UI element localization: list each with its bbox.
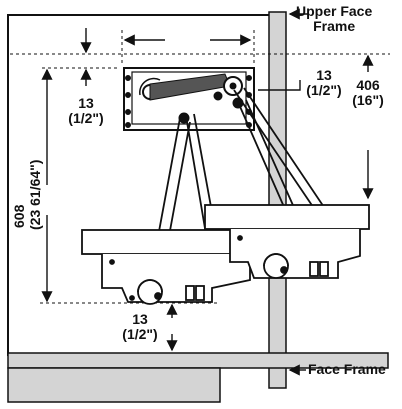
- dim-13-bottom: 13 (1/2"): [116, 311, 164, 343]
- dimension-arrows: [41, 8, 374, 376]
- face-frame-base: [7, 367, 221, 403]
- dim-406: 406 (16"): [342, 77, 394, 109]
- dim-406-mm: 406: [356, 77, 380, 93]
- shelf-raised: [204, 204, 370, 230]
- lower-bracket-lowered: [101, 254, 251, 305]
- dim-13-top-mm: 13: [78, 95, 94, 111]
- label-upper-face-line2: Frame: [313, 18, 356, 35]
- label-upper-face-line1: Upper Face: [296, 3, 373, 19]
- lower-bracket-raised: [229, 229, 361, 279]
- dim-13-right-in: (1/2"): [306, 82, 342, 99]
- dim-13-top-in: (1/2"): [68, 110, 104, 127]
- dim-13-right-mm: 13: [316, 67, 332, 83]
- upper-face-frame-rail: [268, 11, 287, 389]
- dim-406-in: (16"): [352, 92, 384, 109]
- label-upper-face-frame: Upper Face Frame: [296, 3, 373, 35]
- dim-608-in: (23 61/64"): [27, 159, 43, 230]
- dim-608-mm: 608: [11, 204, 27, 228]
- label-face-frame: Face Frame: [308, 361, 386, 377]
- dim-13-bottom-mm: 13: [132, 311, 148, 327]
- dim-13-bottom-in: (1/2"): [122, 326, 158, 343]
- reference-lines: [10, 30, 390, 304]
- dim-13-right: 13 (1/2"): [298, 67, 350, 99]
- mounting-bracket: [123, 67, 255, 131]
- dim-13-top: 13 (1/2"): [62, 95, 110, 127]
